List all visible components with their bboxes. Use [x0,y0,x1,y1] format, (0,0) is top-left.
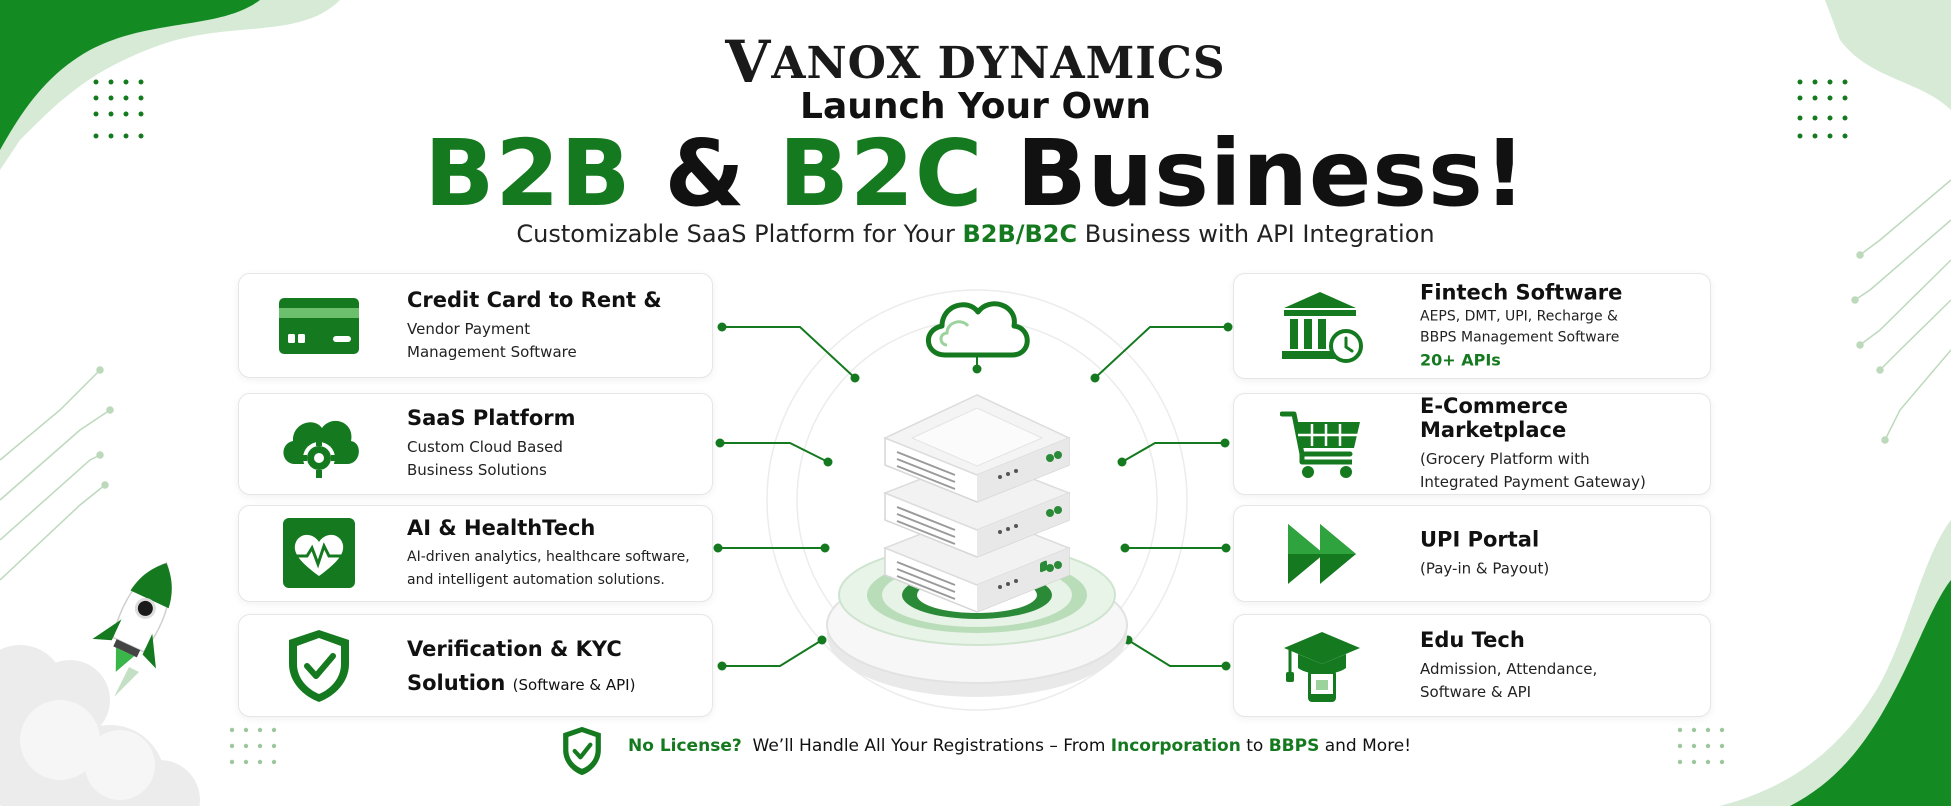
fast-forward-icon [1288,523,1356,584]
shield-check-icon [289,629,349,702]
footer-question: No License? [628,736,742,756]
card-desc-1: AI-driven analytics, healthcare software… [407,548,690,565]
subheading: Customizable SaaS Platform for Your B2B/… [0,220,1951,248]
card-desc-1: AEPS, DMT, UPI, Recharge & [1420,308,1618,325]
card-title: AI & HealthTech [407,515,596,540]
card-edu-tech[interactable]: Edu Tech Admission, Attendance, Software… [1233,614,1711,717]
brand-logo: VANOX DYNAMICS [0,24,1951,96]
card-text: Credit Card to Rent & Vendor Payment Man… [407,288,662,364]
card-desc-2: BBPS Management Software [1420,329,1620,346]
card-text: Fintech Software AEPS, DMT, UPI, Recharg… [1420,281,1622,372]
card-text: AI & HealthTech AI-driven analytics, hea… [407,516,690,592]
card-title: Fintech Software [1420,280,1623,305]
footer-highlight-2: BBPS [1268,736,1320,756]
card-ai-healthtech[interactable]: AI & HealthTech AI-driven analytics, hea… [238,505,713,602]
subline-post: Business with API Integration [1084,220,1435,248]
heartbeat-icon [283,517,355,588]
card-api-count: 20+ APIs [1420,350,1501,370]
card-title: Verification & KYC [407,636,622,661]
cloud-gear-icon [283,420,359,478]
headline-b2c: B2C [778,120,984,227]
headline-amp: & [664,120,746,227]
card-desc-1: (Pay-in & Payout) [1420,559,1550,577]
card-text: Edu Tech Admission, Attendance, Software… [1420,628,1597,704]
card-title-suffix: (Software & API) [512,675,636,694]
logo-mark: V [725,28,772,96]
card-credit-card-rent[interactable]: Credit Card to Rent & Vendor Payment Man… [238,273,713,378]
card-text: SaaS Platform Custom Cloud Based Busines… [407,406,576,482]
card-desc-1: Admission, Attendance, [1420,659,1598,678]
footer-highlight-1: Incorporation [1110,736,1241,756]
card-saas-platform[interactable]: SaaS Platform Custom Cloud Based Busines… [238,393,713,495]
card-title: SaaS Platform [407,406,576,430]
headline-b2b: B2B [424,120,632,227]
card-fintech-software[interactable]: Fintech Software AEPS, DMT, UPI, Recharg… [1233,273,1711,379]
footer-message: No License? We’ll Handle All Your Regist… [628,736,1411,756]
footer-text-3: and More! [1324,736,1412,756]
graduation-cap-icon [1284,631,1360,702]
card-title: E-Commerce Marketplace [1420,394,1568,442]
footer-text-2: to [1246,736,1264,756]
footer-shield-icon [563,726,601,776]
card-upi-portal[interactable]: UPI Portal (Pay-in & Payout) [1233,505,1711,602]
card-desc-2: Software & API [1420,682,1532,701]
card-verification-kyc[interactable]: Verification & KYC Solution (Software & … [238,614,713,717]
card-desc-2: Management Software [407,342,577,361]
card-text: Verification & KYC Solution (Software & … [407,637,635,695]
footer-text-1: We’ll Handle All Your Registrations – Fr… [752,736,1106,756]
bank-clock-icon [1282,292,1363,363]
card-desc-1: (Grocery Platform with [1420,450,1590,468]
card-text: E-Commerce Marketplace (Grocery Platform… [1420,394,1710,494]
card-desc-1: Vendor Payment [407,319,531,338]
headline-business: Business! [1016,120,1527,227]
card-title: Credit Card to Rent & [407,287,662,312]
card-title: Edu Tech [1420,627,1525,652]
card-desc-2: Integrated Payment Gateway) [1420,473,1646,491]
main-headline: B2B & B2C Business! [0,128,1951,220]
launch-heading: Launch Your Own [800,86,1151,127]
card-text: UPI Portal (Pay-in & Payout) [1420,527,1549,580]
logo-text: ANOX DYNAMICS [771,38,1226,89]
card-ecommerce-marketplace[interactable]: E-Commerce Marketplace (Grocery Platform… [1233,393,1711,495]
subline-highlight: B2B/B2C [962,220,1078,248]
credit-card-icon [279,297,359,354]
card-desc-1: Custom Cloud Based [407,438,563,456]
card-title-line2: Solution (Software & API) [407,671,635,695]
card-title-2: Solution [407,670,506,695]
shopping-cart-icon [1280,411,1360,478]
rocket-icon [92,562,172,697]
card-desc-2: Business Solutions [407,461,547,479]
subline-pre: Customizable SaaS Platform for Your [516,220,955,248]
card-title: UPI Portal [1420,527,1540,551]
card-desc-2: and intelligent automation solutions. [407,571,665,588]
